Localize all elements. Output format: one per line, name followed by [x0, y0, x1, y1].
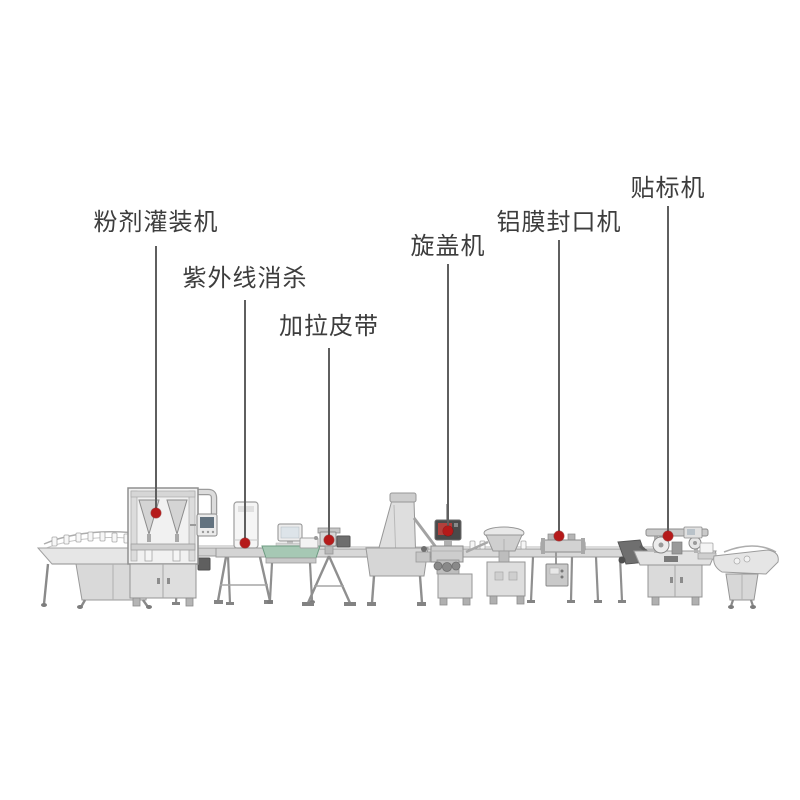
foil-sealing-machine-illustration: [540, 533, 586, 587]
labeling-machine-illustration: [633, 526, 717, 606]
main-conveyor-illustration: [295, 540, 657, 603]
callout-line: [328, 348, 330, 540]
callout-line: [447, 264, 449, 531]
collection-turntable-illustration: [697, 542, 779, 609]
callout-label: 贴标机: [630, 175, 706, 202]
callout-label: 旋盖机: [410, 233, 486, 260]
callout-line: [667, 206, 669, 536]
callout-dot: [151, 508, 161, 518]
callout-dot: [663, 531, 673, 541]
callout-line: [155, 246, 157, 513]
callout-dot: [554, 531, 564, 541]
callout-dot: [240, 538, 250, 548]
checkweigher-illustration: [261, 523, 321, 604]
callout-label: 紫外线消杀: [182, 265, 308, 292]
callout-line: [244, 300, 246, 543]
callout-dot: [324, 535, 334, 545]
callout-line: [558, 240, 560, 536]
callout-dot: [443, 526, 453, 536]
capping-machine-illustration: [415, 504, 473, 606]
callout-label: 粉剂灌装机: [93, 209, 219, 236]
cap-elevator-illustration: [365, 492, 440, 606]
cap-sorter-illustration: [465, 526, 526, 605]
callout-label: 铝膜封口机: [496, 209, 622, 236]
callout-label: 加拉皮带: [279, 313, 379, 340]
powder-filling-machine-illustration: [127, 487, 218, 607]
